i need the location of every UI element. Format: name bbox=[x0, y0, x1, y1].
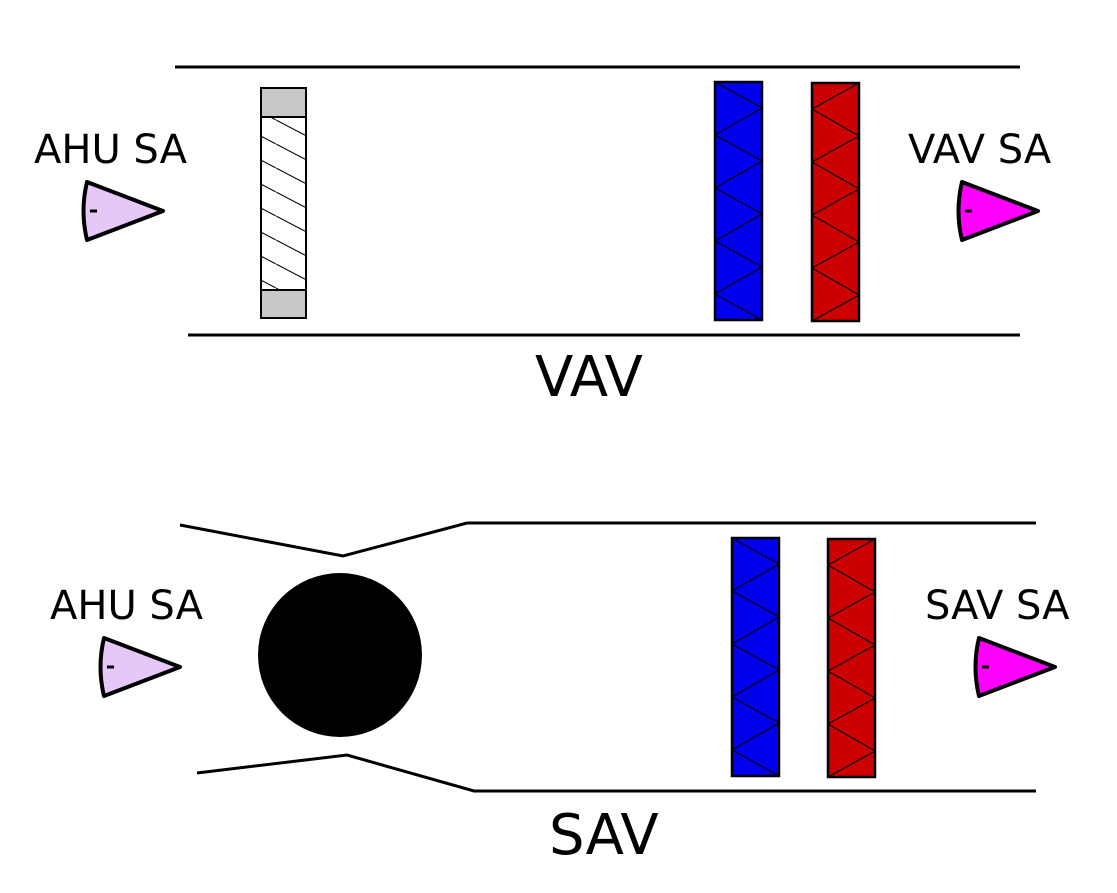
vav-outlet-label: VAV SA bbox=[908, 127, 1052, 173]
sav-outlet-label: SAV SA bbox=[925, 583, 1070, 629]
sav-inlet-label: AHU SA bbox=[50, 583, 203, 629]
cooling-coil-icon bbox=[713, 80, 764, 322]
heating-coil-icon bbox=[810, 81, 861, 323]
damper-icon bbox=[260, 87, 307, 319]
inlet-arrow-icon bbox=[81, 180, 165, 242]
heating-coil-icon bbox=[826, 537, 877, 779]
inlet-arrow-icon bbox=[98, 636, 182, 698]
fan-icon bbox=[258, 573, 422, 737]
sav-duct-top bbox=[179, 521, 1036, 558]
cooling-coil-icon bbox=[730, 536, 781, 778]
outlet-arrow-icon bbox=[956, 180, 1040, 242]
vav-unit bbox=[81, 65, 1040, 337]
outlet-arrow-icon bbox=[973, 636, 1057, 698]
sav-unit bbox=[98, 521, 1057, 793]
vav-inlet-label: AHU SA bbox=[34, 127, 187, 173]
sav-title: SAV bbox=[549, 803, 659, 868]
vav-title: VAV bbox=[535, 345, 643, 410]
sav-duct-bottom bbox=[196, 753, 1036, 793]
